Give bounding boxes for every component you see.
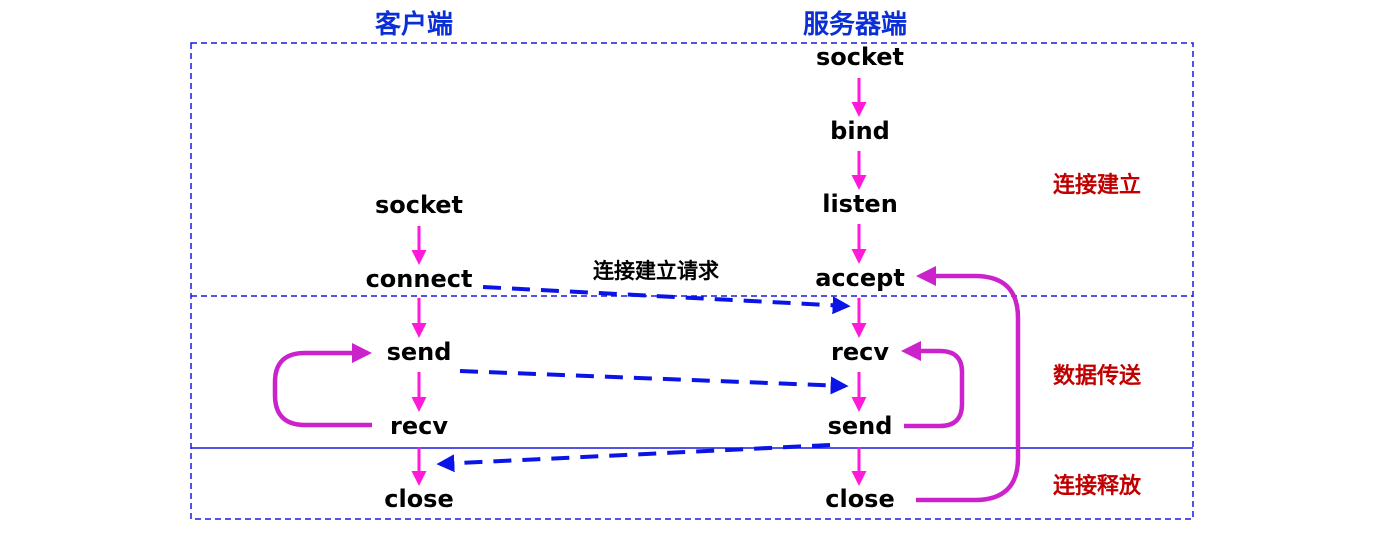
server-step-close: close bbox=[825, 485, 895, 513]
server-step-bind: bind bbox=[830, 117, 890, 145]
server-close-accept-loop-arrow bbox=[915, 265, 1021, 503]
phase-label-connect: 连接建立 bbox=[1053, 173, 1142, 198]
server-step-listen: listen bbox=[822, 190, 898, 218]
connect-request-label: 连接建立请求 bbox=[593, 259, 719, 283]
client-loop-arrow bbox=[272, 342, 373, 428]
client-send-server-recv-arrow bbox=[459, 369, 849, 395]
client-step-recv: recv bbox=[390, 412, 448, 440]
server-column-title: 服务器端 bbox=[802, 10, 908, 40]
server-step-socket: socket bbox=[815, 43, 905, 71]
client-step-socket: socket bbox=[374, 191, 464, 219]
phase-label-release: 连接释放 bbox=[1053, 474, 1142, 499]
client-step-send: send bbox=[386, 338, 452, 366]
server-step-send: send bbox=[827, 412, 893, 440]
client-step-close: close bbox=[384, 485, 454, 513]
client-column-title: 客户端 bbox=[374, 10, 454, 40]
connect-request-arrow bbox=[482, 285, 851, 315]
client-step-connect: connect bbox=[365, 265, 473, 293]
phase-label-transfer: 数据传送 bbox=[1053, 364, 1142, 389]
phase-frame bbox=[190, 42, 1194, 520]
server-step-recv: recv bbox=[831, 338, 889, 366]
server-step-accept: accept bbox=[815, 264, 905, 292]
server-loop-arrow bbox=[900, 340, 965, 429]
server-send-client-recv-arrow bbox=[436, 443, 831, 473]
